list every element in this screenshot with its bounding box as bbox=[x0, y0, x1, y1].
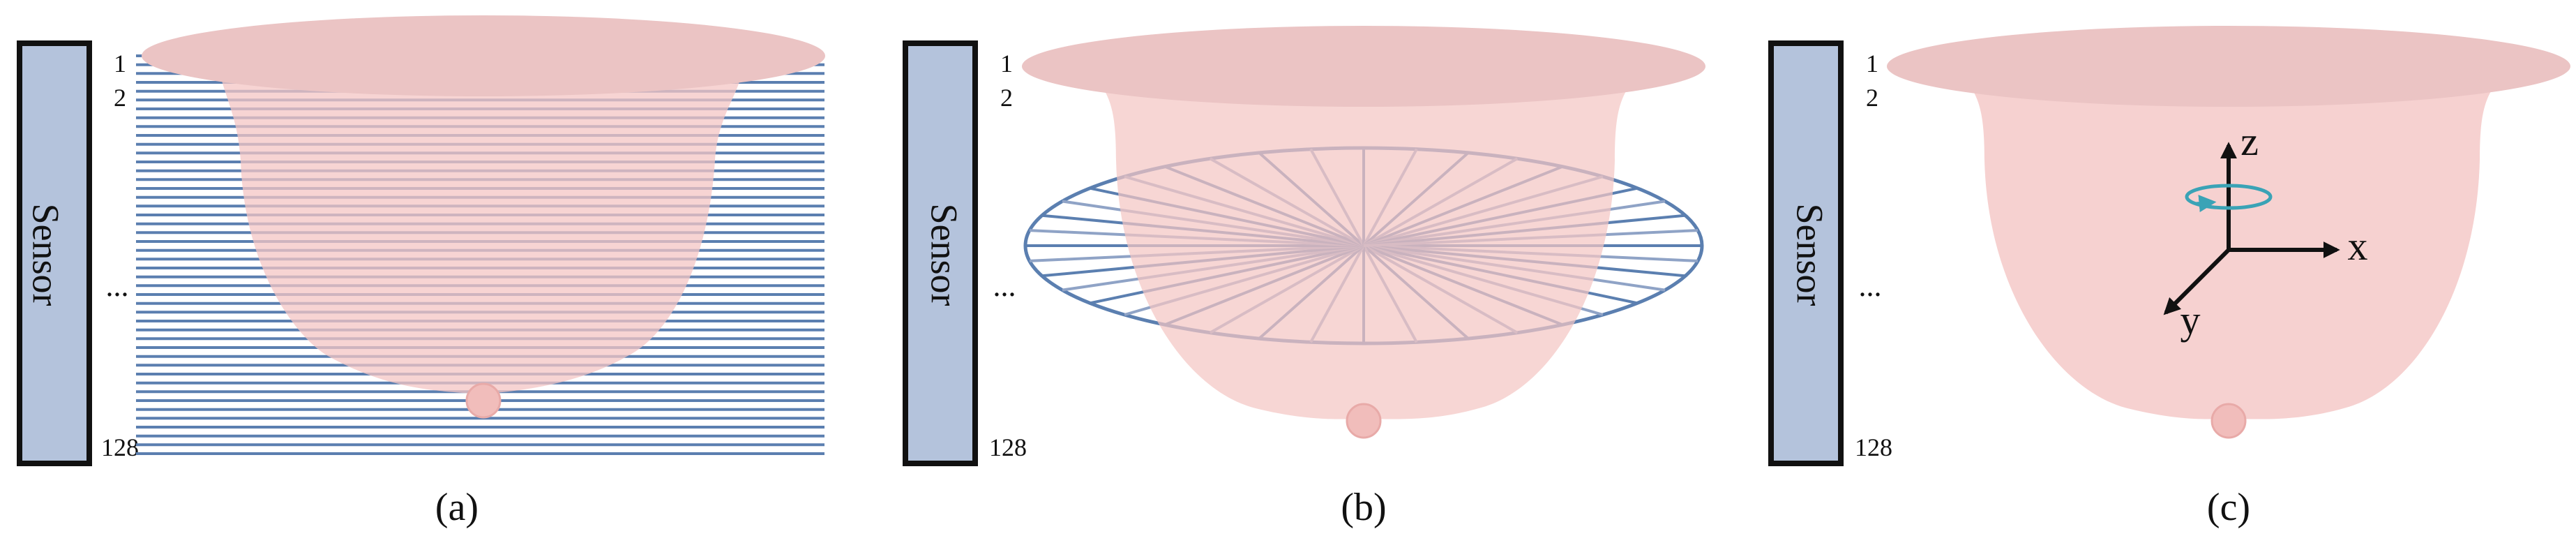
sensor-bar bbox=[903, 40, 978, 466]
panel-a: Sensor 1 2 ... 128 (a) bbox=[17, 15, 825, 529]
element-index-1: 1 bbox=[1866, 50, 1878, 77]
panel-b: Sensor 1 2 ... 128 (b) bbox=[903, 26, 1705, 529]
rotation-arrowhead-icon bbox=[2195, 195, 2217, 213]
panel-caption: (b) bbox=[1341, 486, 1386, 529]
y-axis-arrow bbox=[2163, 248, 2231, 315]
object-body bbox=[216, 56, 746, 394]
panel-caption: (c) bbox=[2207, 486, 2250, 529]
sensor-label: Sensor bbox=[1789, 204, 1831, 306]
object-body bbox=[1085, 66, 1646, 419]
object-tip bbox=[2210, 403, 2247, 439]
rotation-arrow-icon bbox=[2185, 184, 2273, 210]
panel-c: Sensor 1 2 ... 128 z x y (c) bbox=[1768, 26, 2570, 529]
ellipsis: ... bbox=[993, 269, 1016, 303]
object-tip bbox=[1346, 403, 1382, 439]
x-axis-label: x bbox=[2348, 223, 2368, 269]
element-index-2: 2 bbox=[1866, 84, 1878, 112]
element-index-128: 128 bbox=[1855, 433, 1892, 461]
panel-caption: (a) bbox=[435, 486, 479, 529]
z-axis-label: z bbox=[2240, 119, 2259, 164]
sensor-bar bbox=[1768, 40, 1844, 466]
ellipsis: ... bbox=[106, 269, 129, 303]
element-index-2: 2 bbox=[1000, 84, 1013, 112]
object-rim bbox=[1022, 26, 1705, 107]
sensor-label: Sensor bbox=[924, 204, 965, 306]
element-index-2: 2 bbox=[114, 84, 126, 112]
object-rim bbox=[1887, 26, 2570, 107]
object-body bbox=[1953, 66, 2511, 419]
element-index-1: 1 bbox=[114, 50, 126, 77]
ellipsis: ... bbox=[1859, 269, 1882, 303]
sensor-bar bbox=[17, 40, 92, 466]
element-index-128: 128 bbox=[101, 433, 139, 461]
coordinate-axes: z x y bbox=[2163, 119, 2368, 343]
object-tip bbox=[465, 382, 502, 419]
element-index-128: 128 bbox=[989, 433, 1027, 461]
y-axis-label: y bbox=[2180, 297, 2201, 343]
object-rim bbox=[142, 15, 825, 96]
sensor-label: Sensor bbox=[25, 204, 67, 306]
element-index-1: 1 bbox=[1000, 50, 1013, 77]
